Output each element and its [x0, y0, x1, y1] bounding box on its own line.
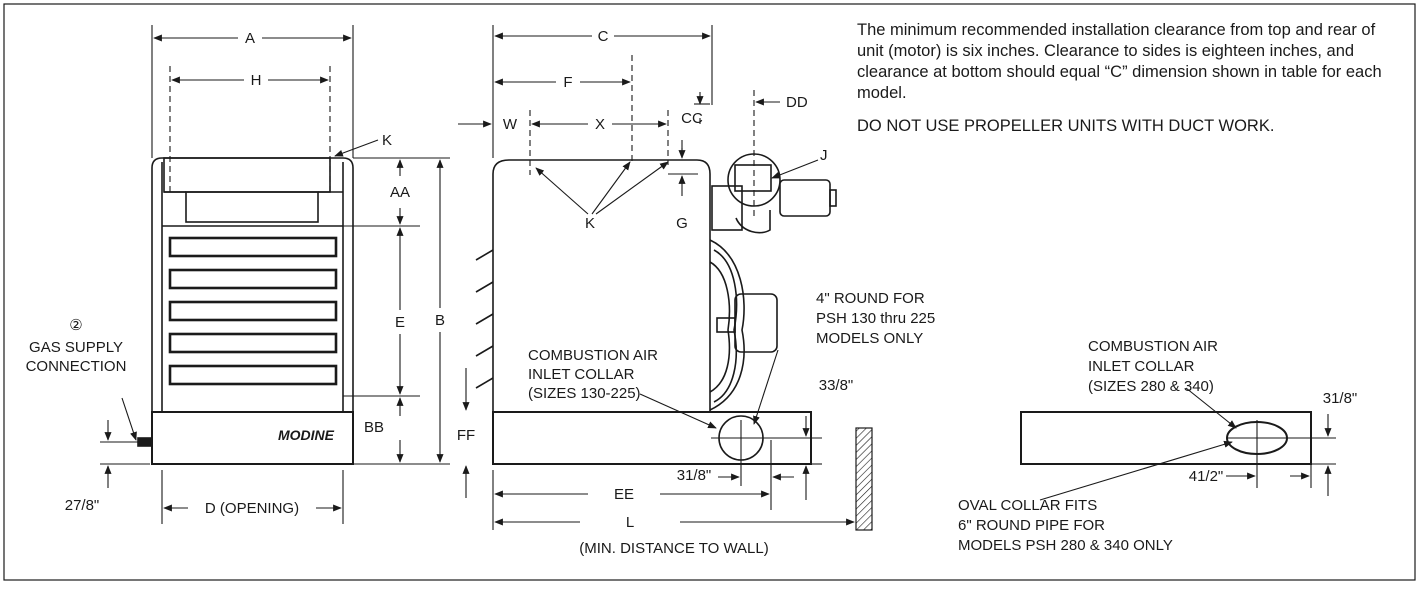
dim-h-label: H [251, 72, 262, 89]
oval-labels: COMBUSTION AIR INLET COLLAR (SIZES 280 &… [958, 338, 1357, 554]
gas-supply-line1: GAS SUPPLY [29, 339, 123, 356]
collar-note-line3: (SIZES 130-225) [528, 385, 641, 402]
dim-4-1-2-label: 41/2" [1189, 468, 1224, 485]
front-housing [151, 157, 354, 412]
dim-3-1-8-side-label: 31/8" [677, 467, 712, 484]
dim-bb-label: BB [364, 419, 384, 436]
dim-ff-label: FF [457, 427, 475, 444]
dim-ee-label: EE [614, 486, 634, 503]
side-view [475, 153, 873, 531]
oval-dimensions [1039, 387, 1336, 501]
dim-d-label: D (OPENING) [205, 500, 299, 517]
dim-3-3-8-label: 33/8" [819, 377, 854, 394]
duct-warning: DO NOT USE PROPELLER UNITS WITH DUCT WOR… [857, 117, 1275, 135]
front-dimensions [100, 25, 450, 524]
oval-fit-note-line1: OVAL COLLAR FITS [958, 497, 1097, 514]
wall-hatch [855, 427, 873, 531]
dim-b-label: B [435, 312, 445, 329]
clearance-note: The minimum recommended installation cle… [857, 21, 1382, 102]
dim-x-label: X [595, 116, 605, 133]
dim-3-1-8-oval-label: 31/8" [1323, 390, 1358, 407]
front-view [137, 157, 354, 465]
dim-f-label: F [563, 74, 572, 91]
dim-g-label: G [676, 215, 688, 232]
oval-collar-note-line1: COMBUSTION AIR [1088, 338, 1218, 355]
min-distance-label: (MIN. DISTANCE TO WALL) [579, 540, 768, 557]
dim-w-label: W [503, 116, 518, 133]
round-note-line2: PSH 130 thru 225 [816, 310, 935, 327]
dim-2-7-8-label: 27/8" [65, 497, 100, 514]
dim-cc-label: CC [681, 110, 703, 127]
gas-marker: ② [69, 317, 82, 334]
fan-motor [734, 293, 778, 353]
gas-supply-line2: CONNECTION [26, 358, 127, 375]
front-louvers [168, 236, 338, 386]
fan-guard [709, 239, 745, 411]
front-labels: A H K AA E BB B D (OPENING) MODINE ② GAS… [26, 30, 445, 517]
dim-l-label: L [626, 514, 634, 531]
venter-motor [779, 179, 831, 217]
oval-collar-note-line3: (SIZES 280 & 340) [1088, 378, 1214, 395]
dim-c-label: C [598, 28, 609, 45]
collar-note-line2: INLET COLLAR [528, 366, 635, 383]
dim-a-label: A [245, 30, 255, 47]
side-housing [492, 159, 711, 412]
dim-k-side-label: K [585, 215, 595, 232]
page-border [3, 3, 1416, 581]
side-labels: C F W X CC DD J K G FF EE L (MIN. DISTAN… [457, 28, 935, 557]
oval-collar-note-line2: INLET COLLAR [1088, 358, 1195, 375]
dim-aa-label: AA [390, 184, 410, 201]
round-note-line3: MODELS ONLY [816, 330, 923, 347]
oval-fit-note-line3: MODELS PSH 280 & 340 ONLY [958, 537, 1173, 554]
dim-e-label: E [395, 314, 405, 331]
collar-note-line1: COMBUSTION AIR [528, 347, 658, 364]
dim-dd-label: DD [786, 94, 808, 111]
side-dimensions [458, 25, 855, 530]
dim-j-label: J [820, 147, 828, 164]
dim-k-label: K [382, 132, 392, 149]
oval-fit-note-line2: 6" ROUND PIPE FOR [958, 517, 1105, 534]
installation-notes: The minimum recommended installation cle… [857, 20, 1405, 149]
round-note-line1: 4" ROUND FOR [816, 290, 925, 307]
modine-logo: MODINE [278, 427, 335, 443]
